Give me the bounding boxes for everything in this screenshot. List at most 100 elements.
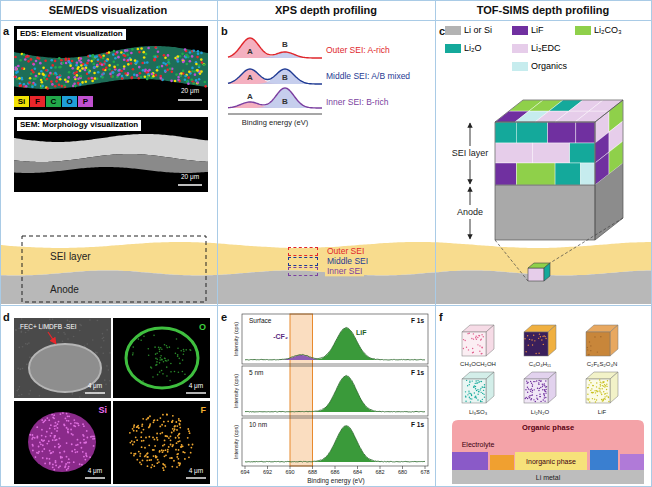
sims-dot	[481, 353, 482, 354]
texture-dot	[49, 319, 51, 321]
f-dot	[147, 417, 149, 419]
eds-dot	[188, 70, 191, 73]
legend-swatch	[445, 26, 461, 35]
sims-dot	[601, 394, 602, 395]
f-dot	[179, 463, 181, 465]
f-dot	[140, 436, 142, 438]
eds-dot	[111, 70, 114, 73]
eds-dot	[19, 59, 22, 62]
f-dot	[141, 446, 143, 448]
eds-dot	[161, 65, 164, 68]
eds-dot	[60, 59, 63, 62]
eds-dot	[124, 55, 127, 58]
legend-item: C	[46, 95, 61, 108]
si-dot	[46, 443, 48, 445]
sims-dot	[544, 391, 545, 392]
eds-dot	[111, 71, 114, 74]
f-dot	[137, 425, 139, 427]
si-dot	[41, 419, 43, 421]
plot-area	[242, 366, 428, 416]
texture-dot	[95, 389, 97, 391]
o-dot	[166, 345, 168, 347]
sims-dot	[478, 391, 479, 392]
sims-dot	[468, 390, 469, 391]
peak-b	[228, 69, 322, 84]
o-dot	[152, 376, 154, 378]
sims-dot	[603, 400, 604, 401]
si-dot	[54, 428, 56, 430]
si-dot	[58, 447, 60, 449]
f-dot	[150, 467, 152, 469]
eds-dot	[35, 60, 38, 63]
eds-dot	[33, 78, 36, 81]
sims-cube-side	[610, 372, 618, 403]
sims-dot	[536, 397, 537, 398]
depth-label: 5 nm	[249, 370, 263, 377]
si-dot	[41, 429, 43, 431]
sims-dot	[603, 381, 604, 382]
sims-dot	[542, 336, 543, 337]
core-level-label: F 1s	[411, 318, 424, 325]
sims-dot	[476, 390, 477, 391]
legend-swatch: Si	[14, 96, 29, 107]
si-dot	[43, 448, 45, 450]
texture-dot	[102, 333, 104, 335]
sei-block	[495, 122, 516, 143]
zoom-line	[495, 240, 528, 281]
tick-mark	[402, 466, 403, 469]
sims-dot	[482, 399, 483, 400]
sims-dot	[600, 382, 601, 383]
eds-dot	[182, 61, 185, 64]
eds-dot	[167, 54, 170, 57]
si-dot	[32, 450, 34, 452]
si-dot	[63, 451, 65, 453]
sims-dot	[476, 339, 477, 340]
sims-dot	[605, 393, 606, 394]
f-dot	[131, 440, 133, 442]
sei-block	[532, 143, 569, 163]
si-dot	[42, 444, 44, 446]
sims-dot	[589, 341, 590, 342]
f-dot	[149, 423, 151, 425]
f-dot	[139, 462, 141, 464]
si-dot	[59, 437, 61, 439]
eds-dot	[44, 59, 47, 62]
scale-label: 4 μm	[88, 468, 103, 475]
sims-dot	[607, 380, 608, 381]
f-dot	[138, 451, 140, 453]
sims-dot	[544, 400, 545, 401]
si-dot	[70, 423, 72, 425]
eds-dot	[143, 56, 146, 59]
sims-dot	[545, 380, 546, 381]
texture-dot	[29, 356, 31, 358]
f-dot	[178, 449, 180, 451]
eds-dot	[139, 72, 142, 75]
eds-dot	[184, 48, 187, 51]
texture-dot	[18, 328, 20, 330]
eds-dot	[69, 64, 72, 67]
sims-dot	[591, 392, 592, 393]
eds-dot	[55, 80, 58, 83]
texture-dot	[89, 319, 91, 321]
eds-dot	[145, 53, 148, 56]
eds-dot	[16, 78, 19, 81]
eds-dot	[130, 77, 133, 80]
node-text: Inner SEI	[325, 267, 364, 276]
f-dot	[153, 449, 155, 451]
o-dot	[161, 359, 163, 361]
sims-dot	[586, 398, 587, 399]
si-dot	[67, 432, 69, 434]
sims-dot	[596, 390, 597, 391]
f-dot	[171, 466, 173, 468]
si-dot	[52, 417, 54, 419]
o-dot	[183, 350, 185, 352]
eds-dot	[142, 51, 145, 54]
si-dot	[59, 452, 61, 454]
sims-dot	[543, 393, 544, 394]
si-dot	[36, 426, 38, 428]
f-dot	[145, 437, 147, 439]
eds-dot	[114, 57, 117, 60]
sims-dot	[474, 396, 475, 397]
eds-dot	[92, 58, 95, 61]
sims-dot	[465, 401, 466, 402]
